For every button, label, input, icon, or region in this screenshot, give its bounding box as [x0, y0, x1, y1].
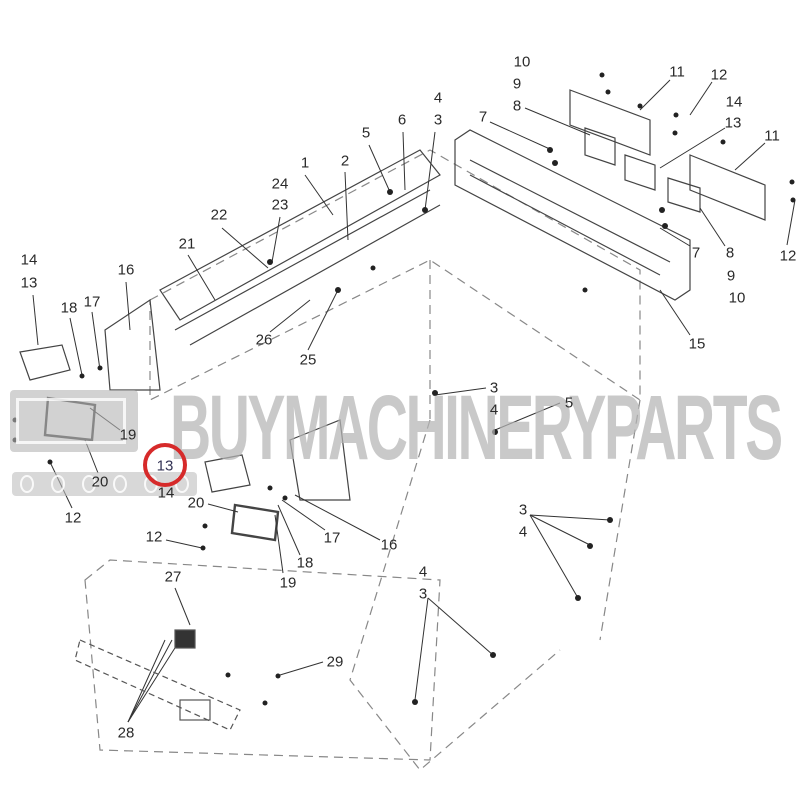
- callout-label: 17: [83, 293, 101, 311]
- callout-label: 10: [513, 53, 531, 71]
- callout-label: 12: [710, 66, 728, 84]
- callout-label: 19: [119, 426, 137, 444]
- callout-label: 23: [271, 196, 289, 214]
- frame-outline: [84, 149, 641, 771]
- boom-arm: [159, 149, 441, 346]
- callout-label: 4: [489, 401, 499, 419]
- callout-label: 21: [178, 235, 196, 253]
- callout-label: 2: [340, 152, 350, 170]
- callout-label: 8: [512, 97, 522, 115]
- callout-label: 16: [380, 536, 398, 554]
- callout-label: 27: [164, 568, 182, 586]
- callout-label: 4: [433, 89, 443, 107]
- callout-label: 5: [361, 124, 371, 142]
- light-bar-15: [454, 129, 691, 301]
- callout-label: 22: [210, 206, 228, 224]
- callout-label: 1: [300, 154, 310, 172]
- callout-label: 3: [433, 111, 443, 129]
- callout-label: 3: [518, 501, 528, 519]
- callout-label: 13: [724, 114, 742, 132]
- callout-label: 28: [117, 724, 135, 742]
- callout-label: 12: [779, 247, 797, 265]
- highlight-circle: [143, 443, 187, 487]
- callout-label: 18: [296, 554, 314, 572]
- callout-label: 16: [117, 261, 135, 279]
- callout-label: 18: [60, 299, 78, 317]
- callout-label: 12: [145, 528, 163, 546]
- callout-label: 6: [397, 111, 407, 129]
- callout-label: 12: [64, 509, 82, 527]
- callout-label: 8: [725, 244, 735, 262]
- callout-label: 13: [20, 274, 38, 292]
- callout-label: 19: [279, 574, 297, 592]
- highlighted-callout-label: 13: [156, 457, 174, 475]
- callout-label: 4: [418, 563, 428, 581]
- harness-inset: [74, 629, 241, 731]
- callout-label: 11: [669, 63, 685, 81]
- callout-label: 3: [489, 379, 499, 397]
- work-light-housing-right: [569, 89, 766, 221]
- callout-label: 9: [726, 267, 736, 285]
- callout-label: 24: [271, 175, 289, 193]
- callout-label: 5: [564, 394, 574, 412]
- callout-label: 3: [418, 585, 428, 603]
- callout-label: 7: [478, 108, 488, 126]
- callout-label: 26: [255, 331, 273, 349]
- callout-label: 17: [323, 529, 341, 547]
- callout-label: 29: [326, 653, 344, 671]
- callout-label: 14: [157, 484, 175, 502]
- callout-label: 20: [91, 473, 109, 491]
- watermark-logo-frame: [16, 398, 126, 444]
- callout-label: 4: [518, 523, 528, 541]
- callout-label: 20: [187, 494, 205, 512]
- callout-label: 25: [299, 351, 317, 369]
- callout-label: 11: [764, 127, 780, 145]
- callout-label: 7: [691, 244, 701, 262]
- callout-label: 14: [725, 93, 743, 111]
- callout-label: 15: [688, 335, 706, 353]
- callout-label: 9: [512, 75, 522, 93]
- callout-label: 10: [728, 289, 746, 307]
- callout-label: 14: [20, 251, 38, 269]
